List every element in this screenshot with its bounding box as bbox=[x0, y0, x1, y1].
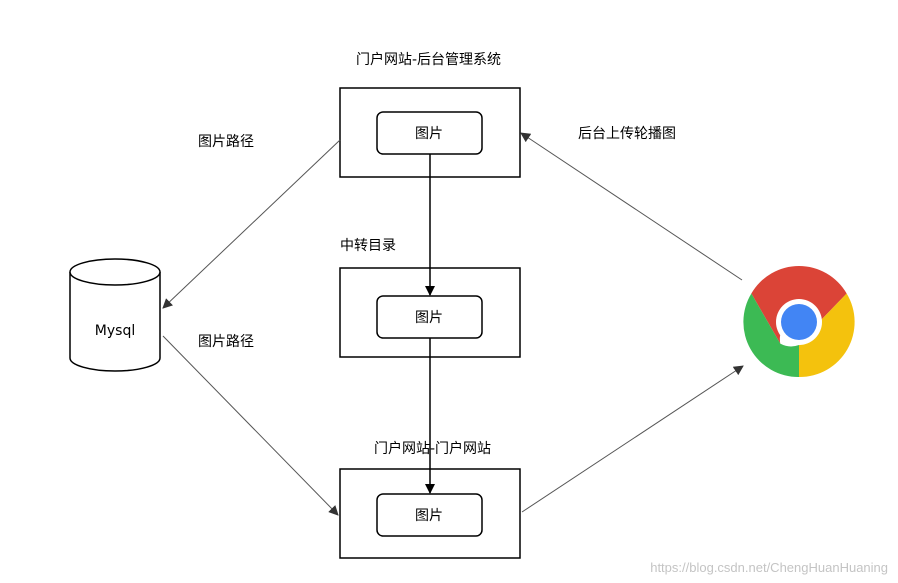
bottom-box-title: 门户网站-门户网站 bbox=[374, 440, 491, 457]
watermark: https://blog.csdn.net/ChengHuanHuaning bbox=[650, 560, 888, 575]
middle-image-label: 图片 bbox=[415, 310, 443, 326]
arrow-mysql-to-portal bbox=[162, 335, 339, 516]
arrow-admin-to-mysql bbox=[162, 139, 341, 309]
bottom-image-node bbox=[376, 493, 483, 537]
edge-label-upper-left: 图片路径 bbox=[198, 134, 254, 150]
arrow-browser-to-admin bbox=[520, 132, 743, 281]
arrow-portal-to-browser bbox=[521, 365, 744, 513]
edge-label-lower-left: 图片路径 bbox=[198, 334, 254, 350]
top-box-title: 门户网站-后台管理系统 bbox=[356, 51, 501, 68]
top-image-label: 图片 bbox=[415, 126, 443, 142]
database-label: Mysql bbox=[95, 323, 135, 339]
chrome-browser-icon bbox=[743, 265, 855, 378]
bottom-image-label: 图片 bbox=[415, 508, 443, 524]
middle-box-title: 中转目录 bbox=[340, 238, 396, 254]
mysql-database-icon bbox=[69, 258, 161, 372]
edge-label-right: 后台上传轮播图 bbox=[578, 126, 676, 142]
